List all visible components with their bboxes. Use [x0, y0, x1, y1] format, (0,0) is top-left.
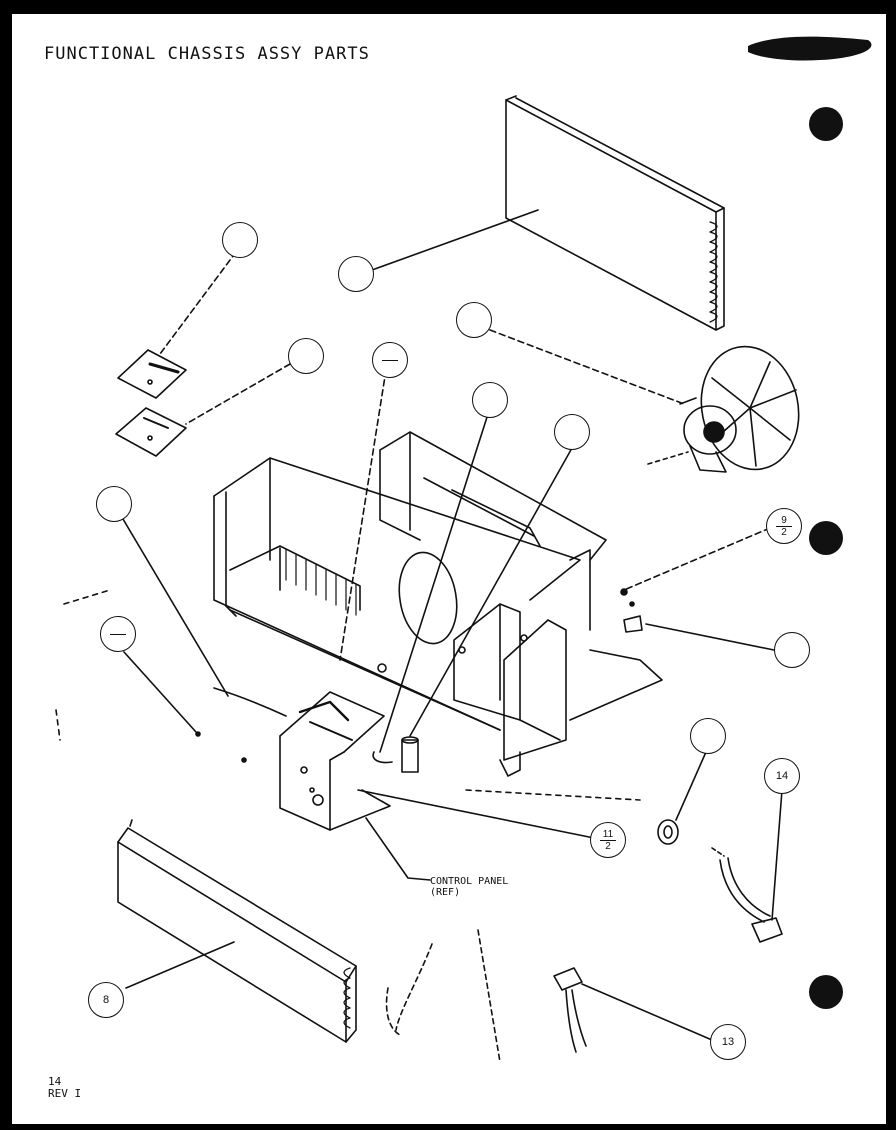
thermostat-bulb	[213, 687, 287, 717]
callout-11-2: 11 2	[590, 822, 626, 858]
leader-plate-lower	[185, 363, 291, 425]
callout-11-2-denominator: 2	[605, 840, 611, 852]
selector-plate-lower	[115, 407, 187, 457]
leader-thermostat	[339, 369, 387, 661]
evaporator-coil	[117, 819, 357, 1043]
callout-unlabeled	[338, 256, 374, 292]
leader-control-panel	[365, 817, 431, 881]
screw-control	[241, 757, 247, 763]
leader-thermostat-bulb	[119, 513, 229, 697]
leader-fan-motor	[489, 329, 685, 405]
punch-hole-top	[809, 107, 843, 141]
callout-13: 13	[710, 1024, 746, 1060]
outline-dash-left	[63, 589, 111, 605]
relay-wire	[372, 751, 393, 764]
leader-harness	[581, 983, 713, 1041]
punch-hole-bottom	[809, 975, 843, 1009]
outline-dash-left-lower	[55, 709, 61, 741]
footer-page-number: 14	[48, 1075, 62, 1088]
main-chassis	[213, 431, 663, 777]
screw-right	[620, 588, 628, 596]
capacitor	[401, 736, 419, 773]
callout-unlabeled	[222, 222, 258, 258]
cord-break	[711, 847, 725, 857]
punch-hole-middle	[809, 521, 843, 555]
leader-plate-upper	[159, 251, 237, 355]
callout-unlabeled	[288, 338, 324, 374]
callout-unlabeled	[554, 414, 590, 450]
leader-callout-11	[357, 789, 595, 839]
callout-unlabeled	[100, 616, 136, 652]
callout-unlabeled	[690, 718, 726, 754]
ink-smudge	[748, 36, 872, 61]
leader-grommet	[675, 751, 707, 821]
control-panel-label-line1: CONTROL PANEL	[430, 876, 509, 887]
callout-9-2: 9 2	[766, 508, 802, 544]
screw-left	[195, 731, 201, 737]
callout-14: 14	[764, 758, 800, 794]
condenser-coil	[505, 95, 725, 331]
callout-11-2-numerator: 11	[600, 829, 616, 841]
fan-motor-assembly	[679, 345, 800, 473]
leader-overload	[645, 623, 775, 651]
leader-capacitor	[409, 447, 573, 737]
leader-condenser	[371, 209, 539, 271]
drain-tube	[385, 929, 501, 1063]
footer-revision: REV I	[48, 1087, 82, 1100]
wire-harness-connector	[553, 967, 587, 1053]
paper	[12, 14, 886, 1124]
page-footer: 14 REV I	[48, 1076, 81, 1100]
leader-screw-right	[623, 527, 771, 591]
control-panel-label-line2: (REF)	[430, 887, 461, 898]
power-cord	[719, 857, 783, 943]
control-panel-label: CONTROL PANEL (REF)	[430, 876, 508, 898]
overload-protector	[623, 601, 643, 633]
leader-relay	[379, 413, 489, 753]
selector-plate-upper	[117, 349, 187, 399]
leader-screw-left	[123, 651, 197, 733]
outline-dash-center	[465, 789, 641, 801]
callout-8: 8	[88, 982, 124, 1018]
callout-unlabeled	[456, 302, 492, 338]
callout-unlabeled	[472, 382, 508, 418]
callout-unlabeled	[96, 486, 132, 522]
callout-unlabeled	[774, 632, 810, 668]
callout-unlabeled	[372, 342, 408, 378]
page-title: FUNCTIONAL CHASSIS ASSY PARTS	[44, 44, 370, 64]
leader-power-cord	[771, 789, 783, 921]
grommet	[657, 819, 679, 845]
callout-9-2-numerator: 9	[776, 515, 792, 527]
control-box	[279, 691, 391, 831]
callout-9-2-denominator: 2	[781, 526, 787, 538]
leader-fan-motor-mount	[647, 451, 689, 465]
leader-evaporator	[125, 941, 235, 989]
